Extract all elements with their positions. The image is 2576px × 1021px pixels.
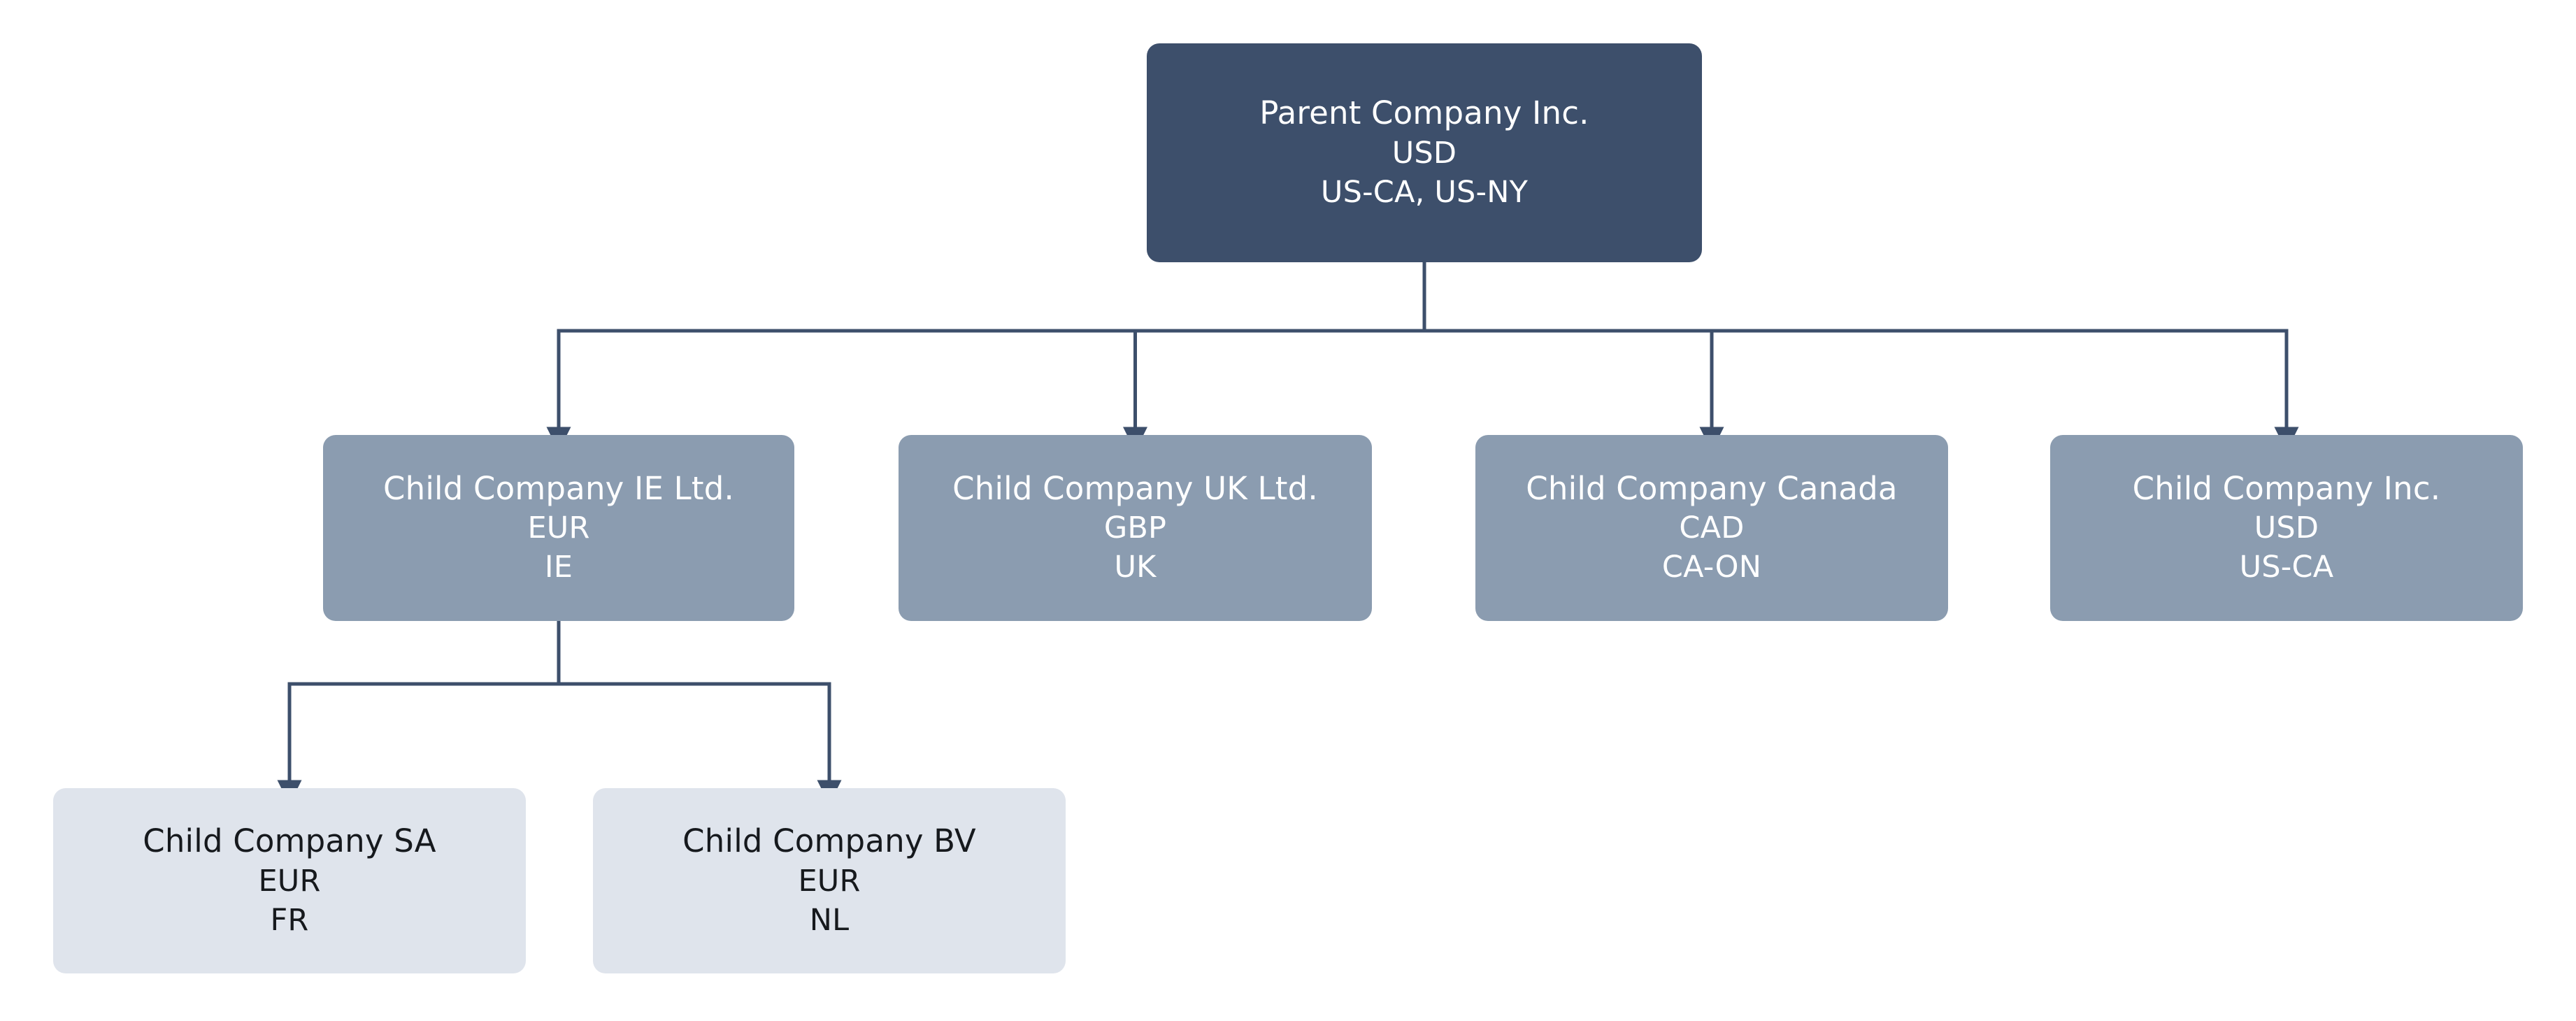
connector-parent-to-child-ie	[546, 329, 1424, 452]
node-child-ie[interactable]: Child Company IE Ltd. EUR IE	[323, 435, 794, 621]
node-regions: US-CA	[2239, 550, 2334, 585]
node-currency: USD	[1391, 135, 1457, 171]
node-name: Child Company Canada	[1526, 469, 1898, 507]
node-child-us[interactable]: Child Company Inc. USD US-CA	[2050, 435, 2523, 621]
node-name: Child Company IE Ltd.	[383, 469, 734, 507]
node-child-uk[interactable]: Child Company UK Ltd. GBP UK	[899, 435, 1372, 621]
connector-parent-to-child-ca	[1424, 329, 1724, 452]
node-regions: CA-ON	[1661, 550, 1762, 585]
connector-parent-to-child-uk	[1123, 329, 1424, 452]
node-currency: USD	[2254, 511, 2319, 546]
node-currency: GBP	[1103, 511, 1167, 546]
node-regions: NL	[809, 902, 850, 938]
node-regions: US-CA, US-NY	[1320, 174, 1529, 210]
node-currency: EUR	[527, 511, 590, 546]
node-name: Child Company Inc.	[2132, 469, 2441, 507]
connector-child-ie-to-child-sa	[277, 682, 559, 805]
connector-child-ie-to-child-bv	[559, 682, 842, 805]
node-name: Parent Company Inc.	[1259, 94, 1589, 132]
node-regions: UK	[1114, 550, 1157, 585]
node-currency: EUR	[798, 863, 861, 899]
node-regions: IE	[544, 550, 573, 585]
node-name: Child Company UK Ltd.	[952, 469, 1318, 507]
connector-parent-to-child-us	[1424, 329, 2299, 452]
node-currency: EUR	[258, 863, 321, 899]
node-regions: FR	[270, 902, 309, 938]
node-name: Child Company BV	[682, 822, 976, 860]
node-currency: CAD	[1679, 511, 1745, 546]
node-name: Child Company SA	[143, 822, 436, 860]
